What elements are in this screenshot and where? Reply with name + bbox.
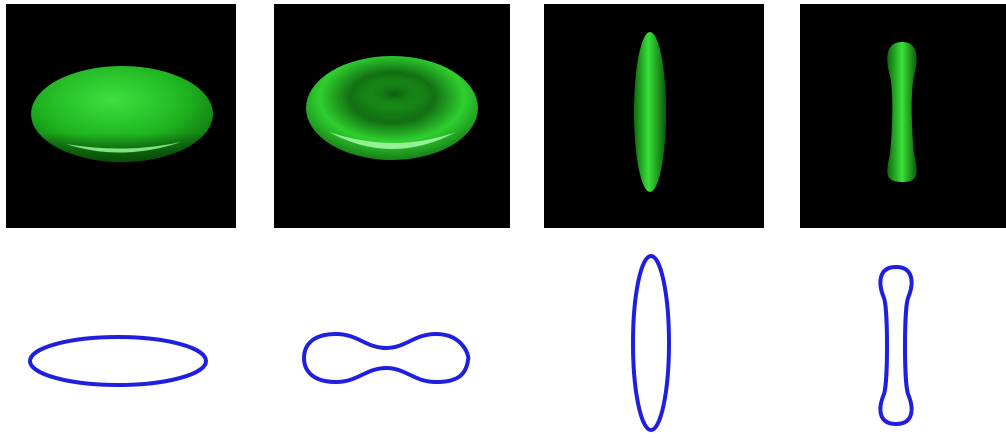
dumbbell-render: [887, 42, 917, 182]
render-panel-discocyte: [274, 4, 510, 228]
prolate-render: [634, 32, 666, 192]
render-panel-dumbbell: [800, 4, 1006, 228]
discocyte-rim-highlight: [329, 132, 456, 149]
oblate-shade: [31, 66, 213, 162]
oblate-contour: [28, 335, 208, 387]
outline-prolate: [628, 250, 674, 436]
oblate-rim-highlight: [66, 142, 181, 153]
render-panel-oblate: [6, 4, 236, 228]
dumbbell-body: [887, 42, 917, 182]
outline-oblate: [24, 330, 214, 390]
discocyte-render: [306, 56, 478, 160]
render-panel-prolate: [544, 4, 764, 228]
discocyte-dimple: [354, 76, 434, 116]
dumbbell-contour: [878, 264, 914, 427]
outline-dumbbell: [872, 262, 920, 430]
outline-discocyte: [296, 326, 480, 390]
discocyte-contour: [301, 331, 471, 385]
prolate-body: [634, 32, 666, 192]
oblate-ellipsoid-render: [31, 66, 213, 162]
prolate-contour: [631, 254, 671, 432]
